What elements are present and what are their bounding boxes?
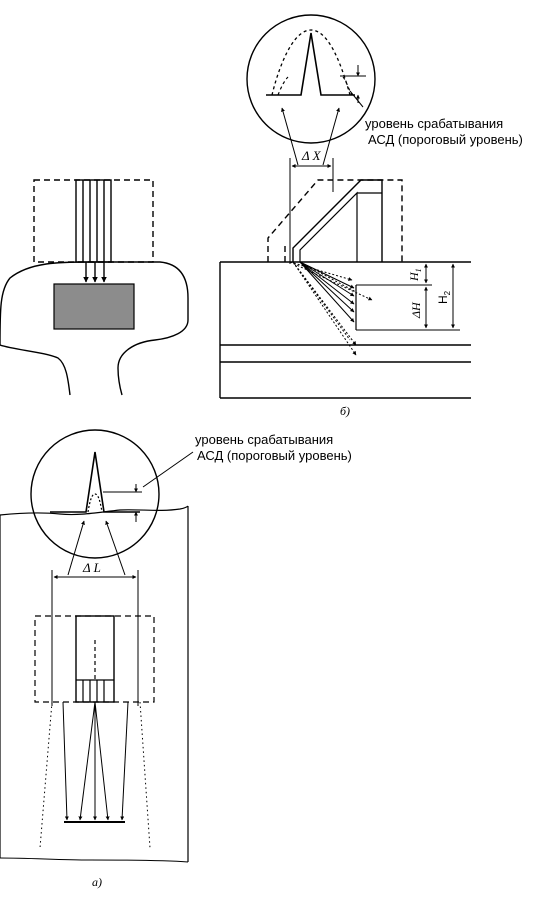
threshold-label-a-line2: АСД (пороговый уровень) (197, 448, 352, 463)
svg-text:H1: H1 (407, 268, 423, 282)
delta-l-dimension (51, 570, 139, 706)
delta-h-label: ΔH (409, 301, 423, 319)
signal-circle-a (30, 429, 160, 559)
svg-text:H2: H2 (436, 290, 452, 304)
caption-a: а) (92, 875, 102, 889)
signal-circle-b (246, 14, 376, 144)
signal-envelope-a (87, 493, 103, 513)
circle-a-leaders (67, 451, 194, 576)
threshold-label-b-line2: АСД (пороговый уровень) (368, 132, 523, 147)
signal-pulse (266, 32, 355, 96)
rail-web-left (0, 344, 71, 396)
circle-b-leaders (281, 90, 364, 166)
beam-rays-a (39, 701, 151, 849)
threshold-label-b-line1: уровень срабатывания (365, 116, 503, 131)
delta-l-label: Δ L (82, 560, 101, 575)
probe-dashed-zone-a (34, 615, 155, 703)
rail-side-view (219, 179, 471, 399)
signal-pulse-a (50, 451, 140, 513)
h2-label: H2 (436, 290, 452, 304)
probe-body (75, 179, 112, 263)
rail-bottom-edge (0, 857, 189, 863)
delta-x-dimension (289, 158, 334, 264)
rail-cross-section (0, 179, 189, 396)
probe-dashed-outline (267, 179, 403, 262)
probe-body-a (75, 615, 115, 703)
rail-top-edge (0, 505, 189, 516)
threshold-label-a-line1: уровень срабатывания (195, 432, 333, 447)
signal-envelope (271, 29, 351, 96)
rail-head-outline (0, 261, 189, 396)
delta-x-label: Δ X (301, 148, 322, 163)
h1-label: H1 (407, 268, 423, 282)
svg-text:ΔH: ΔH (409, 301, 423, 319)
depth-dimensions (356, 263, 460, 331)
beam-rays (289, 261, 373, 356)
probe-solid (292, 179, 383, 262)
probe-dashed-zone (33, 179, 154, 263)
caption-b: б) (340, 404, 350, 418)
defect (53, 283, 135, 330)
